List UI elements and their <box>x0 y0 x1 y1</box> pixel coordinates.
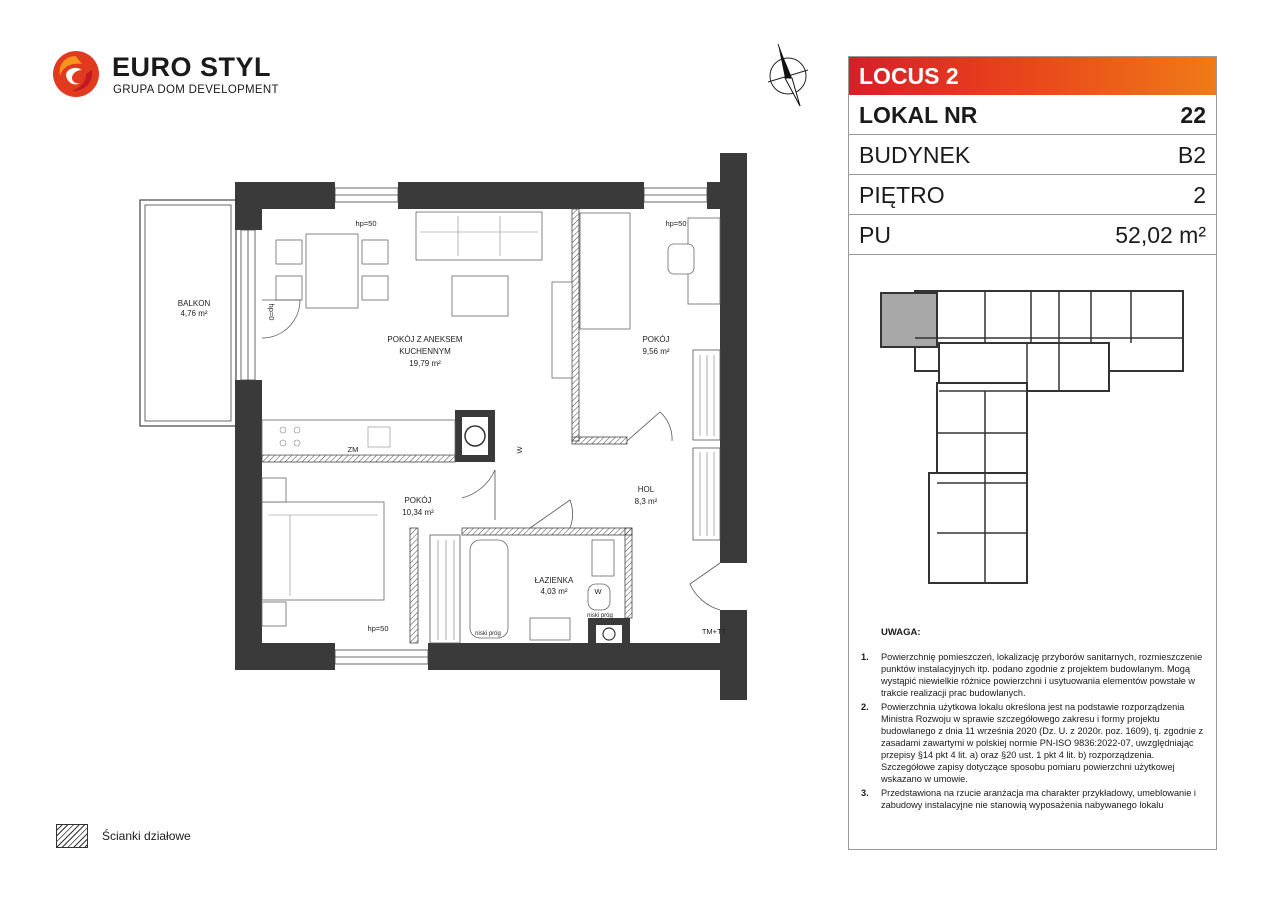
room-2-area: 9,56 m² <box>642 347 669 356</box>
floor-plan: BALKON 4,76 m² POKÓJ Z ANEKSEM KUCHENNYM… <box>139 153 747 700</box>
bathroom-area: 4,03 m² <box>540 587 567 596</box>
unit-label: LOKAL NR <box>859 102 978 128</box>
building-key-plan <box>880 290 1184 584</box>
note-item: 2. Powierzchnia użytkowa lokalu określon… <box>859 701 1204 785</box>
note-item: 1. Powierzchnię pomieszczeń, lokalizację… <box>859 651 1204 699</box>
room-1-area: 10,34 m² <box>402 508 434 517</box>
note-text: Przedstawiona na rzucie aranżacja ma cha… <box>881 788 1196 810</box>
hp-label-3: hp=50 <box>367 624 388 633</box>
living-room-name-2: KUCHENNYM <box>399 347 451 356</box>
hp0-label: hp=0 <box>267 304 276 321</box>
info-row-floor: PIĘTRO 2 <box>849 175 1216 215</box>
note-number: 3. <box>861 788 869 798</box>
bathroom-name: ŁAZIENKA <box>535 576 574 585</box>
threshold-label-1: niski próg <box>475 631 501 637</box>
area-value: 52,02 m² <box>1115 222 1206 248</box>
legend-hatch-swatch <box>56 824 88 848</box>
note-text: Powierzchnię pomieszczeń, lokalizację pr… <box>881 652 1203 698</box>
logo-tagline: GRUPA DOM DEVELOPMENT <box>113 84 279 96</box>
threshold-label-2: niski próg <box>587 613 613 619</box>
floor-value: 2 <box>1193 182 1206 208</box>
hp-label-2: hp=50 <box>665 219 686 228</box>
logo-mark-icon <box>53 51 99 97</box>
partition-walls <box>261 208 633 644</box>
keyplan-highlight-unit <box>880 292 938 348</box>
outer-walls <box>235 153 747 700</box>
floor-label: PIĘTRO <box>859 182 945 208</box>
balcony-area: 4,76 m² <box>180 309 207 318</box>
living-room-area: 19,79 m² <box>409 359 441 368</box>
tmtt-label: TM+TT <box>702 627 727 636</box>
area-label: PU <box>859 222 891 248</box>
notes-section: UWAGA: 1. Powierzchnię pomieszczeń, loka… <box>859 627 1204 813</box>
note-number: 2. <box>861 702 869 712</box>
zm-label: ZM <box>348 445 359 454</box>
legend-label: Ścianki działowe <box>102 829 191 843</box>
w-label: W <box>594 587 602 596</box>
hall-area: 8,3 m² <box>635 497 658 506</box>
balcony <box>139 199 237 427</box>
room-1-name: POKÓJ <box>404 496 431 505</box>
notes-title: UWAGA: <box>881 627 921 638</box>
unit-value: 22 <box>1180 102 1206 128</box>
info-row-building: BUDYNEK B2 <box>849 135 1216 175</box>
info-row-area: PU 52,02 m² <box>849 215 1216 255</box>
building-label: BUDYNEK <box>859 142 971 168</box>
project-header: LOCUS 2 <box>849 57 1216 95</box>
furniture <box>261 211 721 641</box>
apartment-info-panel: LOCUS 2 LOKAL NR 22 BUDYNEK B2 PIĘTRO 2 … <box>848 56 1217 850</box>
note-number: 1. <box>861 652 869 662</box>
note-text: Powierzchnia użytkowa lokalu określona j… <box>881 702 1204 784</box>
project-name: LOCUS 2 <box>859 63 959 89</box>
hall-name: HOL <box>638 485 655 494</box>
north-arrow-icon <box>767 43 809 107</box>
balcony-name: BALKON <box>178 299 211 308</box>
w-label-2: W <box>515 446 524 454</box>
building-value: B2 <box>1177 142 1206 168</box>
info-row-unit: LOKAL NR 22 <box>849 95 1216 135</box>
room-2-name: POKÓJ <box>642 335 669 344</box>
logo-name: EURO STYL <box>112 52 272 82</box>
hp-label-1: hp=50 <box>355 219 376 228</box>
living-room-name: POKÓJ Z ANEKSEM <box>387 335 462 344</box>
logo: EURO STYL GRUPA DOM DEVELOPMENT <box>52 50 282 102</box>
note-item: 3. Przedstawiona na rzucie aranżacja ma … <box>859 787 1204 811</box>
